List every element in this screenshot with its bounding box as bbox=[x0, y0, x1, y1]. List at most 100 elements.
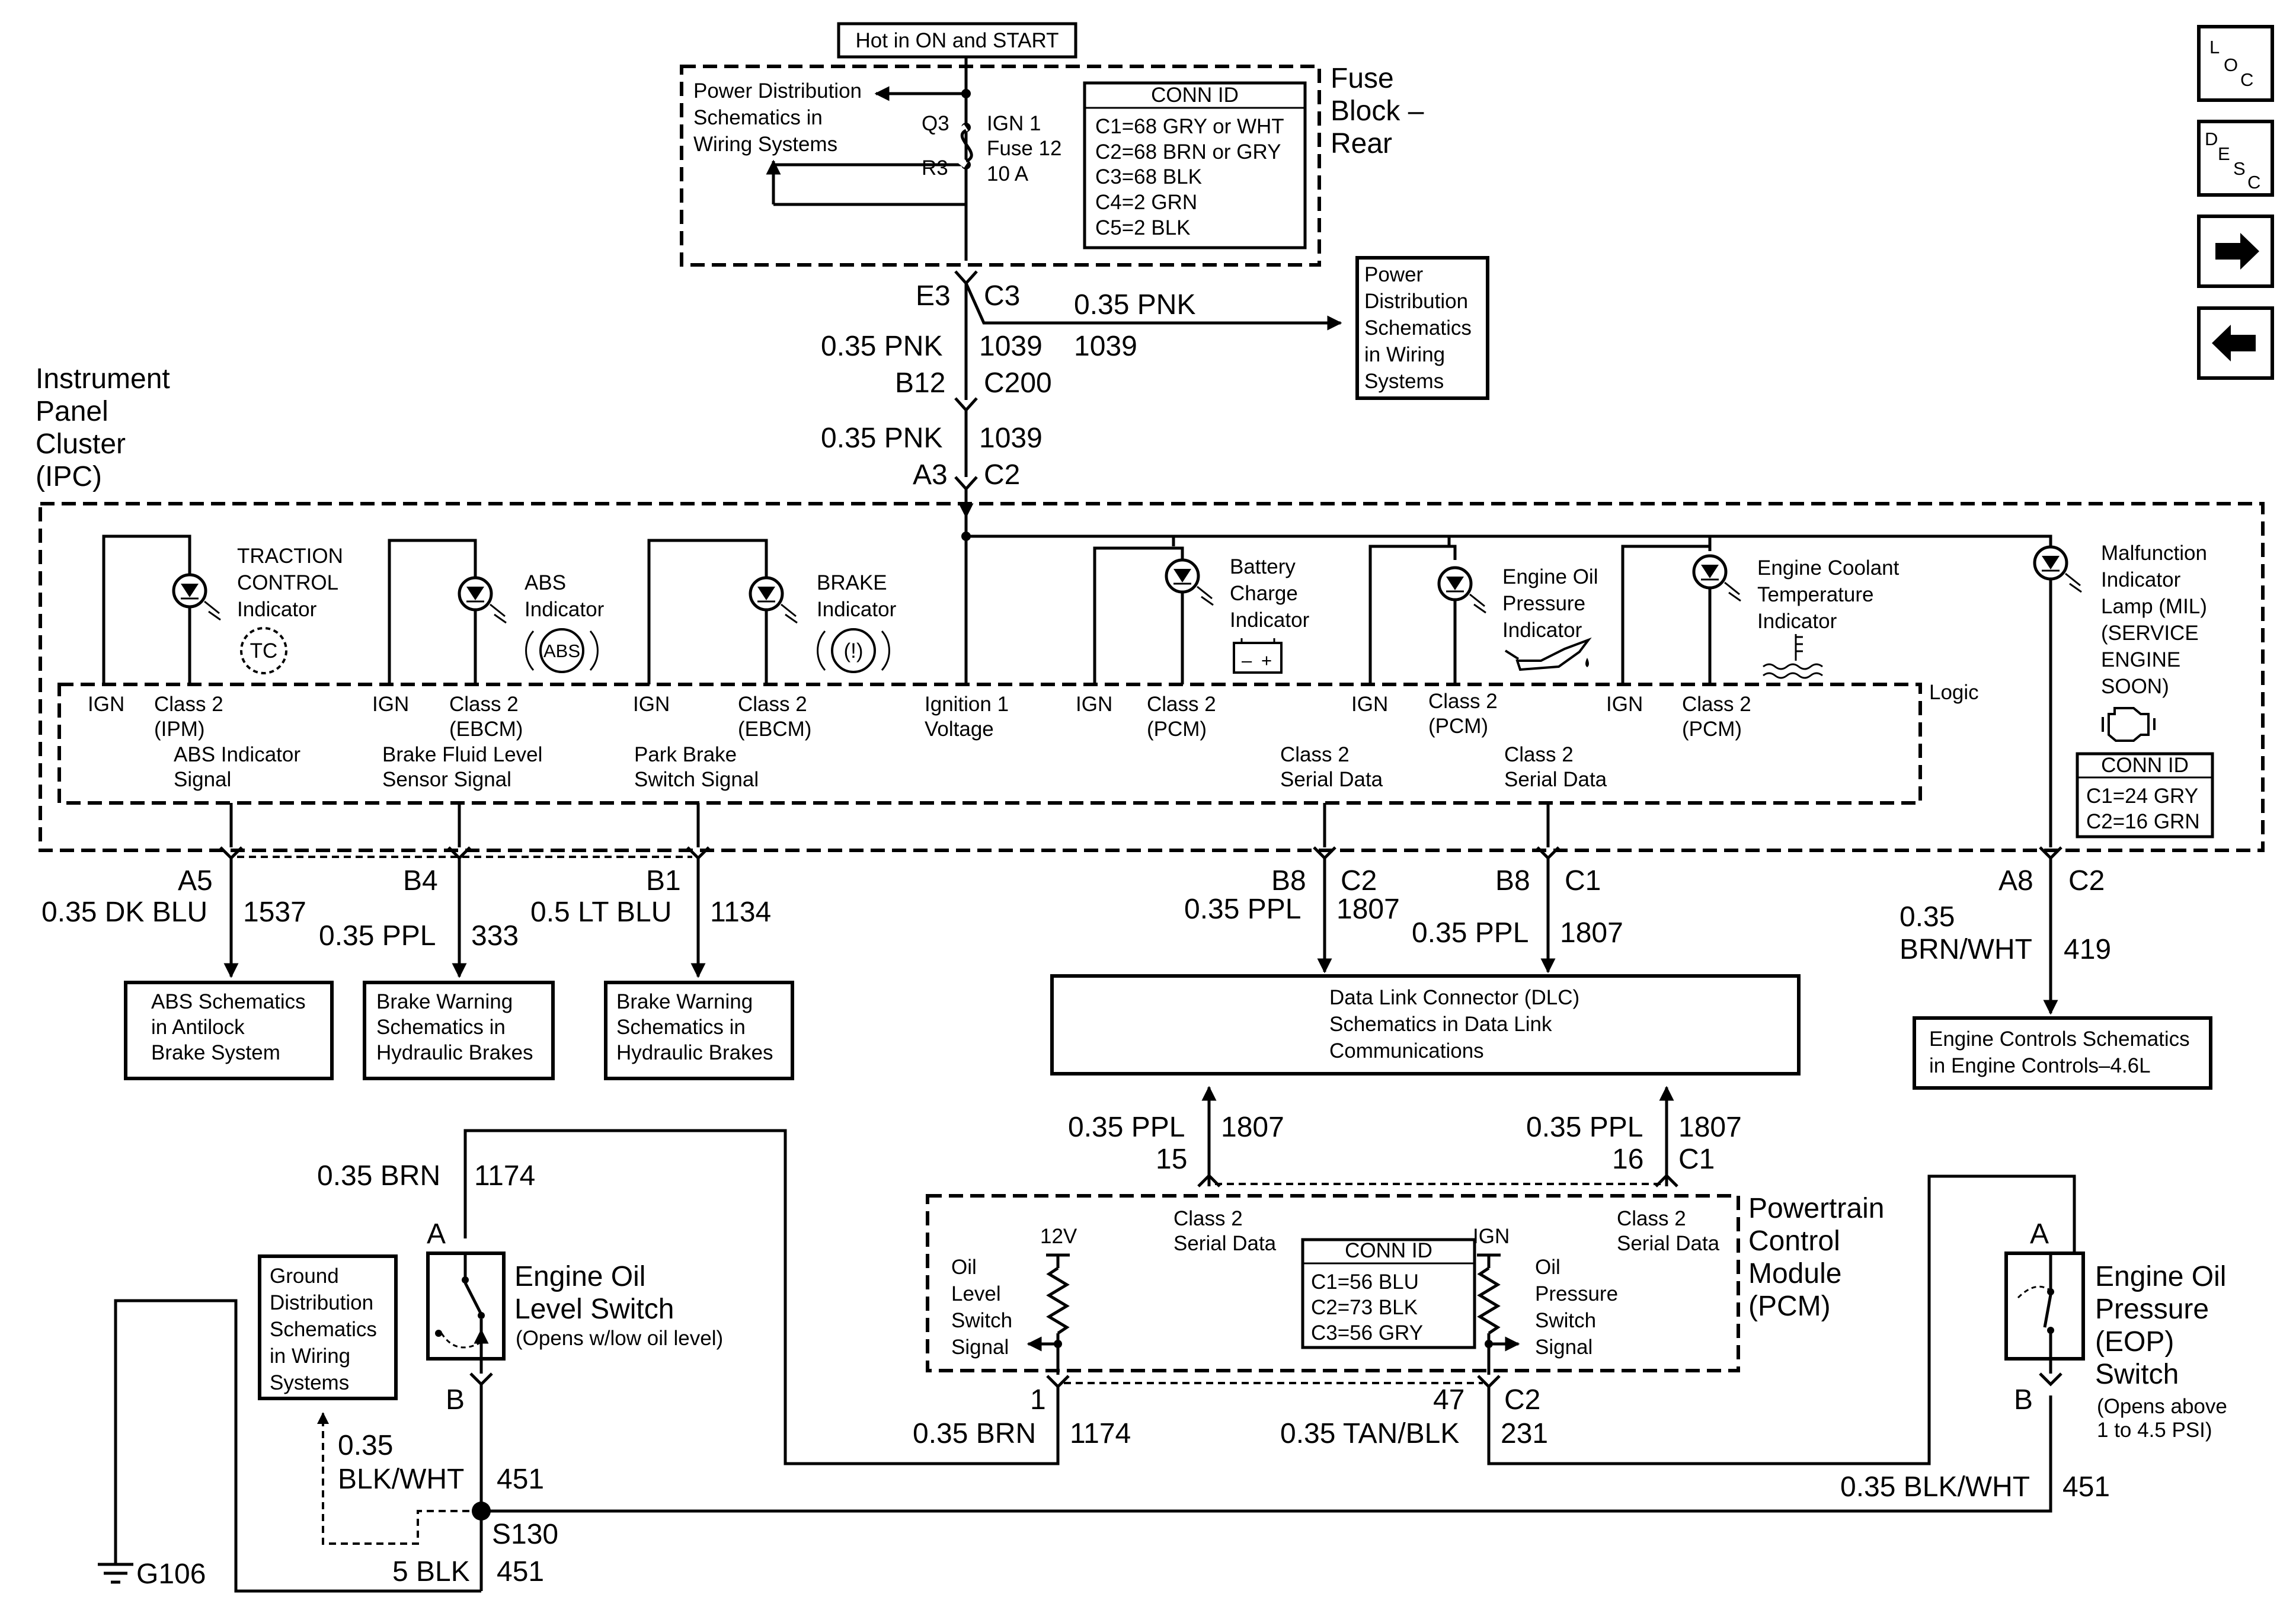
svg-text:Signal: Signal bbox=[1535, 1336, 1593, 1359]
pcm-pin-47: 47 bbox=[1433, 1384, 1464, 1416]
svg-text:Level Switch: Level Switch bbox=[514, 1294, 674, 1325]
wire-451 bbox=[481, 1395, 2052, 1513]
svg-text:0.35 DK BLU: 0.35 DK BLU bbox=[41, 897, 207, 928]
svg-text:Class 2: Class 2 bbox=[1173, 1207, 1243, 1230]
svg-text:C2=68 BRN or GRY: C2=68 BRN or GRY bbox=[1095, 140, 1281, 164]
svg-text:Indicator: Indicator bbox=[1502, 619, 1582, 642]
mil-lamp bbox=[2033, 545, 2156, 847]
fuse-block-conn-id: CONN ID C1=68 GRY or WHT C2=68 BRN or GR… bbox=[1083, 81, 1307, 249]
branch-wire-label: 0.35 PNK bbox=[1074, 289, 1195, 321]
svg-text:Power: Power bbox=[1364, 263, 1424, 286]
svg-text:0.5 LT BLU: 0.5 LT BLU bbox=[530, 897, 671, 928]
traction-control-lamp: TC bbox=[102, 534, 287, 684]
svg-text:Switch: Switch bbox=[2095, 1359, 2179, 1390]
svg-text:Class 2: Class 2 bbox=[154, 693, 223, 716]
svg-text:IGN: IGN bbox=[1473, 1225, 1510, 1248]
ipc-conn-id: CONN ID C1=24 GRY C2=16 GRN bbox=[2076, 752, 2214, 838]
svg-text:C3=56 GRY: C3=56 GRY bbox=[1311, 1321, 1423, 1345]
svg-text:1807: 1807 bbox=[1678, 1112, 1742, 1143]
svg-text:0.35: 0.35 bbox=[1900, 901, 1955, 933]
svg-text:0.35 PPL: 0.35 PPL bbox=[1068, 1112, 1185, 1143]
desc-e: E bbox=[2218, 143, 2230, 164]
svg-text:Distribution: Distribution bbox=[1364, 290, 1468, 313]
output-a8: A8 C2 0.35 BRN/WHT 419 bbox=[1900, 846, 2111, 1015]
svg-text:15: 15 bbox=[1156, 1144, 1187, 1175]
svg-text:Schematics in: Schematics in bbox=[693, 106, 823, 129]
connector-e3-c3-icon bbox=[954, 270, 978, 286]
olsw-pin-b: B bbox=[446, 1384, 465, 1416]
svg-text:12V: 12V bbox=[1040, 1225, 1077, 1248]
svg-text:ENGINE: ENGINE bbox=[2101, 648, 2180, 671]
svg-text:Control: Control bbox=[1748, 1225, 1840, 1257]
svg-text:IGN: IGN bbox=[372, 693, 409, 716]
svg-text:(EOP): (EOP) bbox=[2095, 1326, 2174, 1358]
gnd-wire-2: BLK/WHT bbox=[338, 1464, 464, 1495]
svg-text:Instrument: Instrument bbox=[36, 363, 170, 395]
abs-icon bbox=[539, 628, 584, 673]
svg-text:C2: C2 bbox=[1341, 865, 1377, 897]
svg-text:(IPM): (IPM) bbox=[154, 718, 205, 741]
eop-wire-label: 0.35 BLK/WHT bbox=[1840, 1471, 2030, 1503]
svg-text:Brake Fluid Level: Brake Fluid Level bbox=[382, 743, 542, 766]
svg-text:Class 2: Class 2 bbox=[1617, 1207, 1686, 1230]
oil-can-icon bbox=[1504, 637, 1592, 671]
svg-text:ABS Indicator: ABS Indicator bbox=[174, 743, 300, 766]
svg-text:Class 2: Class 2 bbox=[1280, 743, 1350, 766]
oil-level-switch bbox=[426, 1251, 506, 1374]
blk-circuit: 451 bbox=[497, 1556, 544, 1587]
svg-text:CONN ID: CONN ID bbox=[2101, 754, 2189, 777]
svg-text:Indicator: Indicator bbox=[1757, 610, 1837, 633]
svg-text:Engine Oil: Engine Oil bbox=[1502, 565, 1598, 588]
svg-text:Park Brake: Park Brake bbox=[634, 743, 737, 766]
loc-c: C bbox=[2240, 69, 2253, 90]
svg-text:BRN/WHT: BRN/WHT bbox=[1900, 934, 2032, 965]
svg-text:(PCM): (PCM) bbox=[1682, 718, 1742, 741]
desc-button[interactable]: D E S C bbox=[2197, 120, 2274, 197]
ground-symbol-icon bbox=[98, 1563, 133, 1584]
dest-engine-controls: Engine Controls Schematics in Engine Con… bbox=[1913, 1016, 2212, 1090]
svg-text:Signal: Signal bbox=[951, 1336, 1009, 1359]
svg-text:Wiring Systems: Wiring Systems bbox=[693, 133, 837, 156]
svg-text:(!): (!) bbox=[843, 639, 863, 662]
svg-text:Class 2: Class 2 bbox=[738, 693, 807, 716]
pcm-dlc-link-left: 0.35 PPL 1807 15 bbox=[1068, 1086, 1284, 1186]
svg-text:Hot in ON and START: Hot in ON and START bbox=[856, 29, 1059, 52]
loc-button[interactable]: L O C bbox=[2197, 25, 2274, 102]
svg-text:Temperature: Temperature bbox=[1757, 583, 1873, 606]
svg-text:Engine Oil: Engine Oil bbox=[2095, 1261, 2226, 1292]
fuse-block-title: Fuse Block – Rear bbox=[1331, 63, 1424, 159]
svg-text:Brake Warning: Brake Warning bbox=[376, 990, 513, 1013]
svg-text:1807: 1807 bbox=[1336, 894, 1400, 925]
svg-text:Engine Coolant: Engine Coolant bbox=[1757, 556, 1900, 580]
pcm-outline bbox=[926, 1194, 1740, 1372]
ipc-logic-outline bbox=[57, 683, 1922, 805]
b12-label: B12 bbox=[895, 367, 945, 399]
coolant-temperature-icon bbox=[1763, 634, 1823, 679]
svg-text:1537: 1537 bbox=[243, 897, 306, 928]
svg-text:(SERVICE: (SERVICE bbox=[2101, 622, 2199, 645]
svg-text:16: 16 bbox=[1612, 1144, 1643, 1175]
output-b4: B4 0.35 PPL 333 bbox=[319, 803, 519, 978]
pcm-wire-231: 0.35 TAN/BLK bbox=[1280, 1418, 1459, 1449]
svg-text:Powertrain: Powertrain bbox=[1748, 1193, 1884, 1224]
eop-pin-a: A bbox=[2030, 1218, 2049, 1250]
svg-text:Class 2: Class 2 bbox=[1428, 690, 1498, 713]
output-b8-c2: B8 C2 0.35 PPL 1807 bbox=[1184, 803, 1400, 974]
svg-text:Schematics: Schematics bbox=[270, 1318, 377, 1341]
junction-dot bbox=[961, 89, 971, 98]
svg-text:IGN: IGN bbox=[633, 693, 670, 716]
previous-page-button[interactable] bbox=[2197, 306, 2274, 380]
svg-text:(IPC): (IPC) bbox=[36, 461, 102, 492]
ground-dist-box: Ground Distribution Schematics in Wiring… bbox=[258, 1254, 398, 1400]
coolant-lamp bbox=[1621, 545, 1823, 684]
mil-label: Malfunction Indicator Lamp (MIL) (SERVIC… bbox=[2101, 542, 2207, 698]
oil-pressure-lamp bbox=[1368, 545, 1592, 684]
svg-text:CONN ID: CONN ID bbox=[1345, 1239, 1432, 1262]
svg-text:Module: Module bbox=[1748, 1258, 1841, 1289]
svg-text:Schematics in: Schematics in bbox=[616, 1016, 746, 1039]
svg-text:Indicator: Indicator bbox=[1230, 609, 1310, 632]
svg-text:1807: 1807 bbox=[1221, 1112, 1284, 1143]
next-page-button[interactable] bbox=[2197, 215, 2274, 288]
logic-label: Logic bbox=[1929, 681, 1979, 704]
brake-warning-icon bbox=[831, 628, 876, 673]
